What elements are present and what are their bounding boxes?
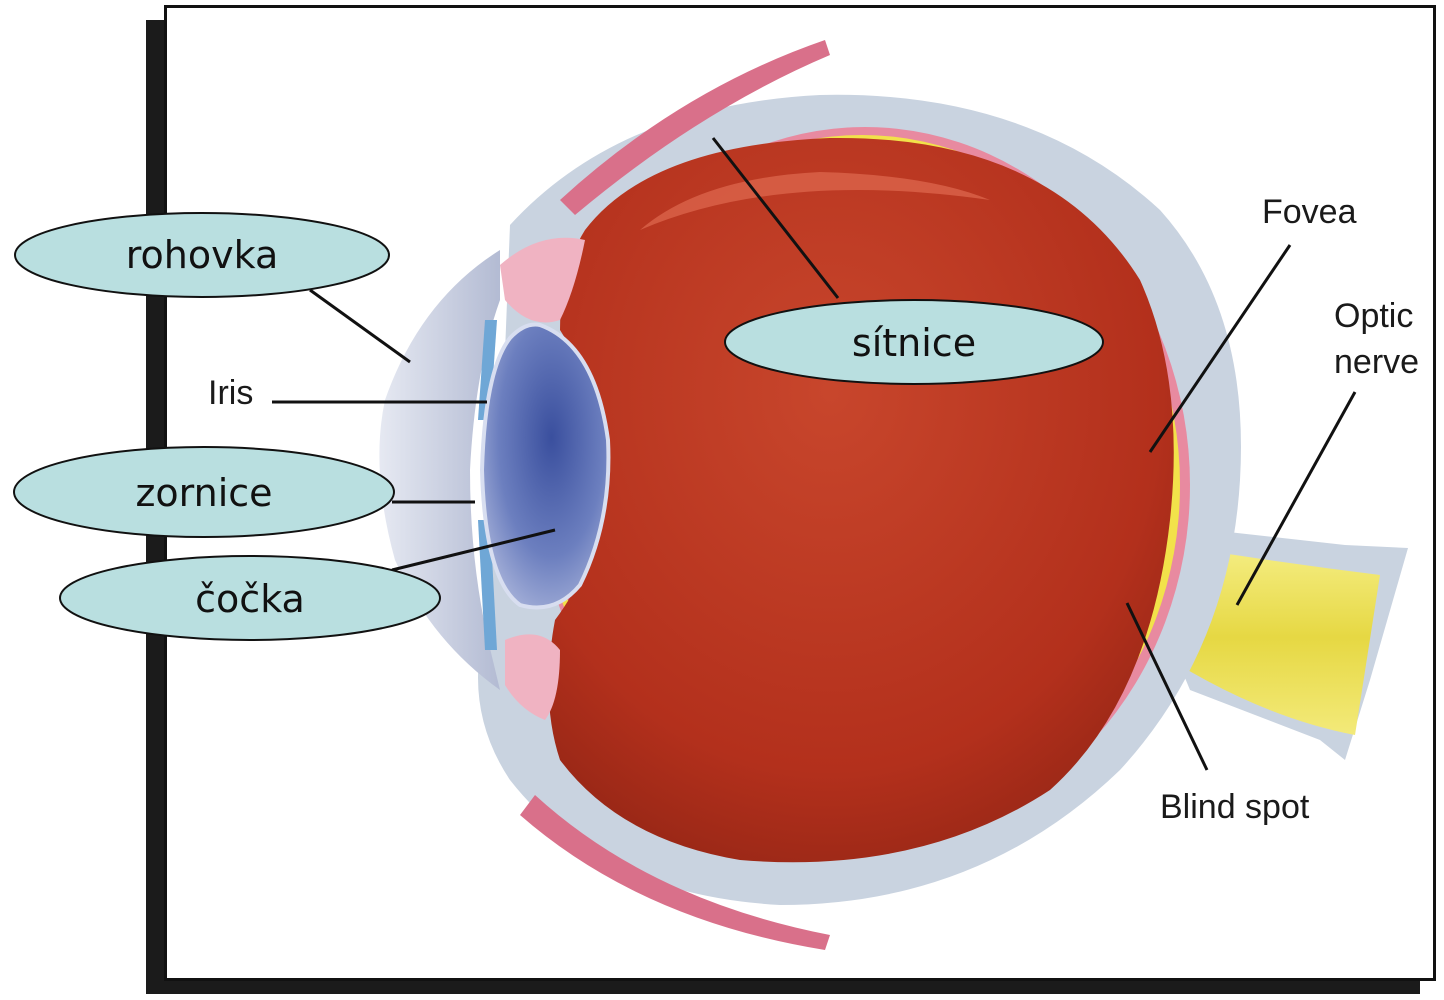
label-nerve: nerve bbox=[1334, 343, 1419, 381]
leader-rohovka bbox=[310, 290, 410, 362]
label-blind-spot: Blind spot bbox=[1160, 788, 1310, 826]
bubble-zornice: zornice bbox=[14, 447, 394, 537]
label-optic: Optic bbox=[1334, 297, 1413, 335]
bubble-rohovka-text: rohovka bbox=[126, 233, 278, 277]
bubble-cocka: čočka bbox=[60, 556, 440, 640]
bubble-cocka-text: čočka bbox=[195, 577, 305, 621]
bubble-sitnice: sítnice bbox=[725, 300, 1103, 384]
bubble-zornice-text: zornice bbox=[135, 471, 272, 515]
label-iris: Iris bbox=[208, 374, 253, 412]
eyeball-vitreous bbox=[549, 138, 1174, 862]
bubble-rohovka: rohovka bbox=[15, 213, 389, 297]
bubble-sitnice-text: sítnice bbox=[852, 321, 976, 365]
label-fovea: Fovea bbox=[1262, 193, 1357, 231]
